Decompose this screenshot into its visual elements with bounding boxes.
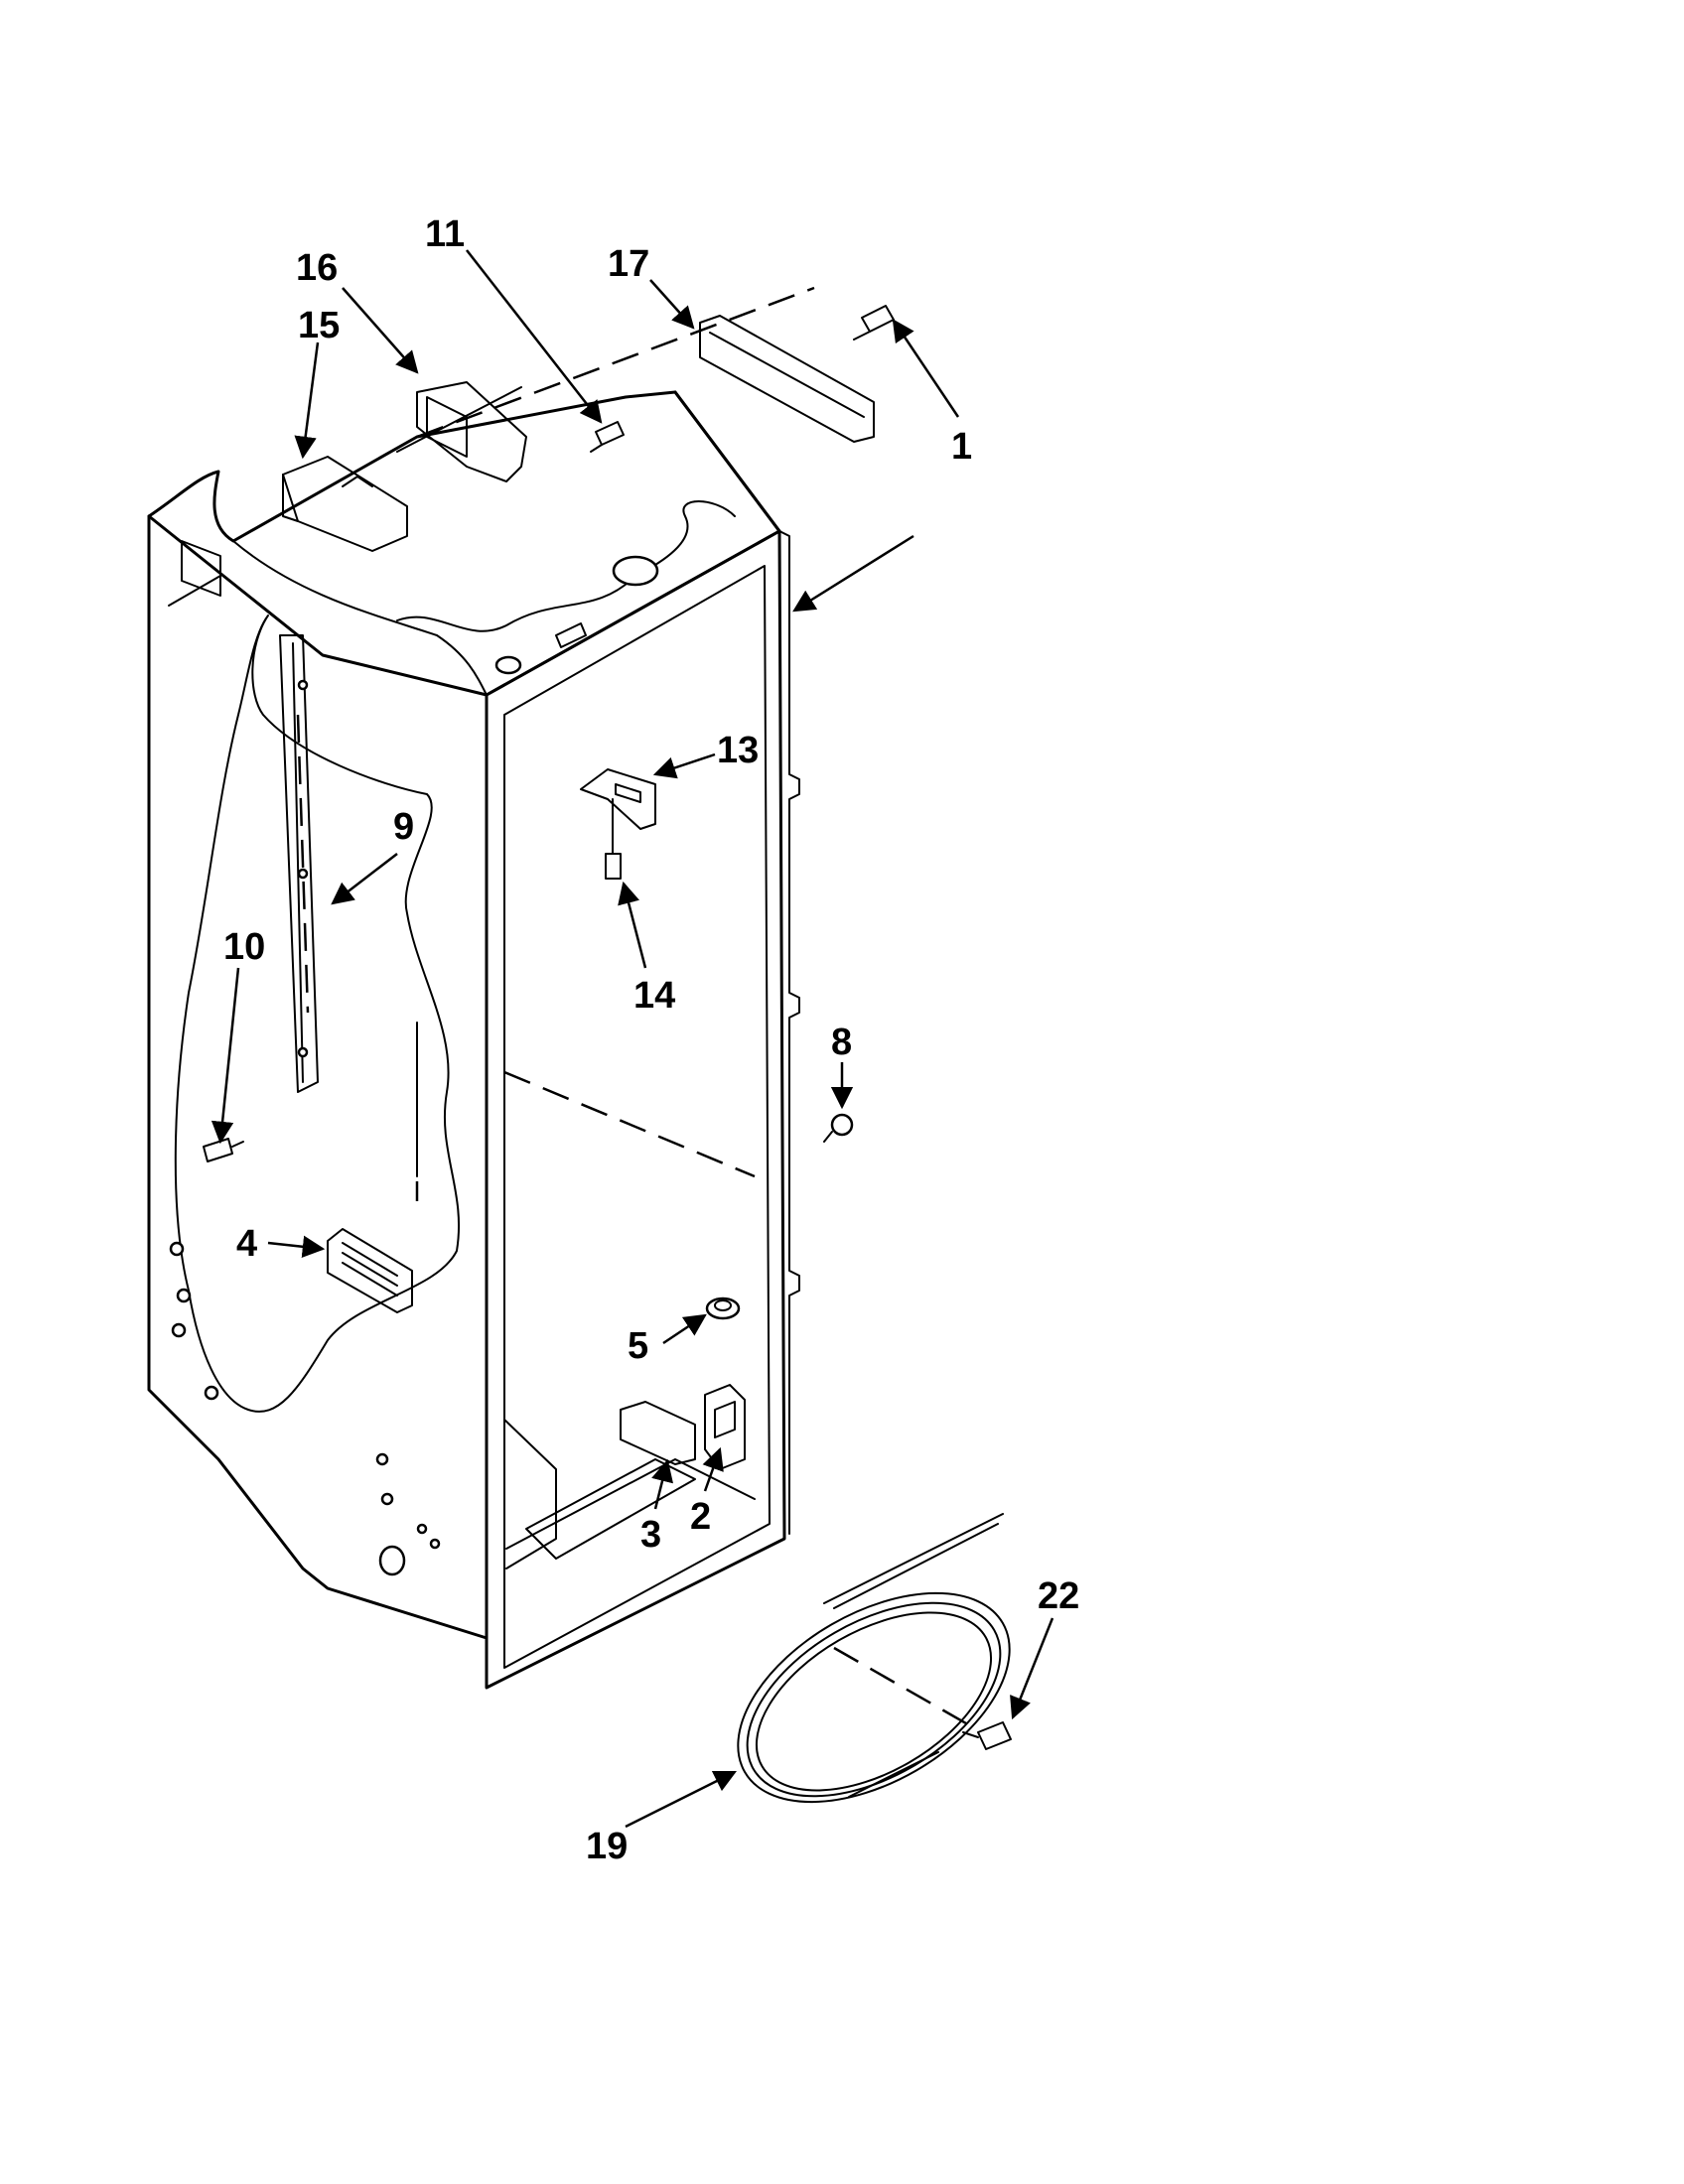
bracket-part-13 <box>580 768 656 830</box>
callout-16: 16 <box>296 247 338 289</box>
callout-1: 1 <box>951 426 972 468</box>
screw-top-right <box>853 305 895 341</box>
callout-17: 17 <box>608 243 649 285</box>
callout-19: 19 <box>586 1826 628 1867</box>
callout-3: 3 <box>640 1514 661 1556</box>
plug-part-8 <box>823 1113 854 1143</box>
bracket-part-3 <box>620 1401 696 1465</box>
cabinet-liner <box>147 286 914 1690</box>
bracket-part-2 <box>704 1384 746 1470</box>
callout-9: 9 <box>393 806 414 848</box>
tube-coil-part-19 <box>737 1513 1011 1804</box>
callout-15: 15 <box>298 305 340 346</box>
callout-14: 14 <box>633 975 675 1017</box>
screw-part-11 <box>590 421 625 453</box>
callout-11: 11 <box>425 213 465 255</box>
switch-bracket-part <box>396 381 527 482</box>
callout-2: 2 <box>690 1496 711 1538</box>
callout-5: 5 <box>628 1325 648 1367</box>
callout-4: 4 <box>236 1223 257 1265</box>
callout-labels: 16 15 11 17 1 13 9 10 14 8 4 5 3 2 22 19 <box>223 213 1079 1867</box>
callout-10: 10 <box>223 926 265 968</box>
light-switch-part <box>282 456 408 552</box>
leader-lines <box>210 249 1054 1829</box>
callout-22: 22 <box>1038 1575 1079 1617</box>
liner-rail-part <box>279 634 319 1093</box>
screw-part-22 <box>962 1721 1012 1750</box>
top-rail-part <box>699 315 875 443</box>
callout-8: 8 <box>831 1022 852 1063</box>
grommet-part-5 <box>705 1297 741 1320</box>
screw-part-14 <box>605 798 622 880</box>
callout-13: 13 <box>717 730 759 771</box>
screw-part-10 <box>203 1138 244 1162</box>
grille-part-4 <box>327 1228 413 1313</box>
